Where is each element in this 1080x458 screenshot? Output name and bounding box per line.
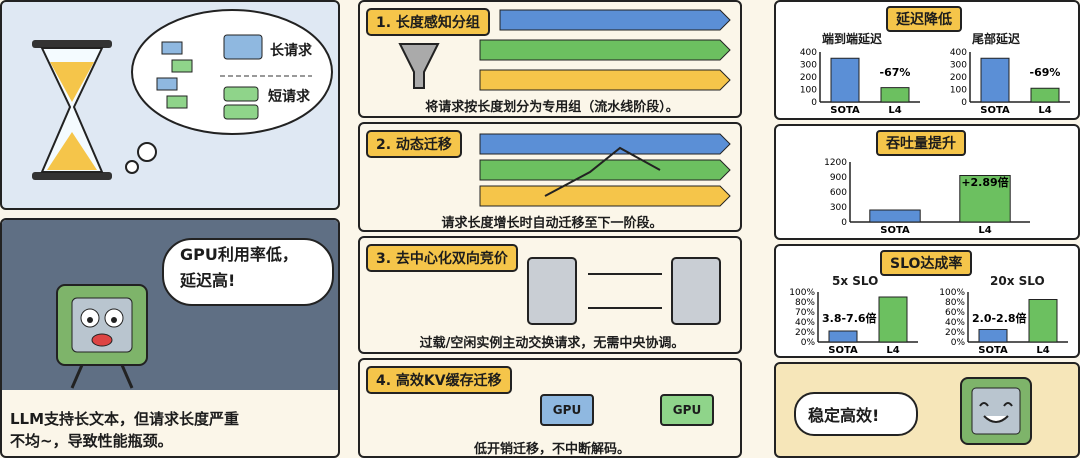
y-tick-label: 20%	[795, 328, 815, 338]
x-tick-label: SOTA	[978, 345, 1008, 356]
y-tick-label: 0	[841, 218, 847, 228]
speech-bubble	[162, 238, 334, 306]
throughput-title: 吞吐量提升	[876, 130, 966, 156]
y-tick-label: 400	[800, 48, 817, 58]
slo-left-sub: 5x SLO	[832, 274, 879, 288]
step2-panel: 2. 动态迁移 请求长度增长时自动迁移至下一阶段。	[358, 122, 742, 232]
bar-sota	[980, 57, 1010, 103]
y-tick-label: 80%	[945, 298, 965, 308]
bar-l4	[880, 87, 910, 103]
step2-diagram	[479, 133, 731, 207]
x-tick-label: L4	[888, 105, 901, 116]
step2-caption: 请求长度增长时自动迁移至下一阶段。	[441, 216, 663, 231]
y-tick-label: 80%	[795, 298, 815, 308]
x-tick-label: SOTA	[830, 105, 860, 116]
left-caption: LLM支持长文本，但请求长度严重 不均~，导致性能瓶颈。	[10, 410, 240, 450]
x-tick-label: SOTA	[828, 345, 858, 356]
short-request-label: 短请求	[268, 89, 310, 105]
bar-l4	[1028, 299, 1058, 343]
bar-sota	[869, 209, 921, 223]
chart-annotation: -69%	[1030, 66, 1061, 79]
step1-diagram	[398, 9, 731, 91]
x-tick-label: SOTA	[880, 225, 910, 236]
step3-caption: 过载/空闲实例主动交换请求，无需中央协调。	[419, 336, 685, 351]
long-request-label: 长请求	[270, 43, 312, 59]
step1-panel: 1. 长度感知分组 将请求按长度划分为专用组（流水线阶段）。	[358, 0, 742, 118]
y-tick-label: 0	[961, 98, 967, 108]
x-tick-label: SOTA	[980, 105, 1010, 116]
bar-l4	[878, 296, 908, 343]
bar-sota	[978, 329, 1008, 343]
slo-right-sub: 20x SLO	[990, 274, 1045, 288]
y-tick-label: 0%	[801, 338, 816, 348]
y-tick-label: 100	[800, 86, 817, 96]
y-tick-label: 300	[830, 203, 847, 213]
step2-title: 2. 动态迁移	[366, 130, 462, 158]
sad-chip-illustration	[56, 284, 148, 389]
step4-caption: 低开销迁移，不中断解码。	[473, 442, 630, 457]
step1-title: 1. 长度感知分组	[366, 8, 490, 36]
left-top-panel: 长请求 短请求	[0, 0, 340, 210]
x-tick-label: L4	[978, 225, 991, 236]
x-tick-label: L4	[886, 345, 899, 356]
happy-chip-illustration	[960, 377, 1032, 445]
speech-text: GPU利用率低， 延迟高!	[180, 245, 298, 290]
stable-text: 稳定高效!	[808, 406, 880, 425]
y-tick-label: 70%	[795, 308, 815, 318]
step3-panel: 3. 去中心化双向竞价 过载/空闲实例主动交换请求，无需中央协调。	[358, 236, 742, 354]
chart-annotation: +2.89倍	[961, 175, 1008, 189]
step1-caption: 将请求按长度划分为专用组（流水线阶段）。	[425, 100, 679, 115]
bar-l4	[1030, 87, 1060, 103]
bar-sota	[830, 57, 860, 103]
step3-diagram	[527, 257, 721, 325]
x-tick-label: L4	[1036, 345, 1049, 356]
hourglass-illustration	[32, 9, 333, 180]
y-tick-label: 400	[950, 48, 967, 58]
step4-panel: 4. 高效KV缓存迁移 GPU GPU 低开销迁移，不中断解码。	[358, 358, 742, 458]
y-tick-label: 40%	[945, 318, 965, 328]
stable-bubble	[794, 392, 918, 436]
chart-annotation: 3.8-7.6倍	[822, 311, 877, 325]
chart-annotation: 2.0-2.8倍	[972, 311, 1027, 325]
chart-annotation: -67%	[880, 66, 911, 79]
bar-l4	[959, 175, 1011, 223]
y-tick-label: 300	[800, 61, 817, 71]
y-tick-label: 300	[950, 61, 967, 71]
y-tick-label: 100%	[789, 288, 815, 298]
y-tick-label: 600	[830, 188, 847, 198]
y-tick-label: 100%	[939, 288, 965, 298]
y-tick-label: 40%	[795, 318, 815, 328]
y-tick-label: 1200	[824, 158, 847, 168]
stable-panel: 稳定高效!	[774, 362, 1080, 458]
gpu-left: GPU	[540, 394, 594, 426]
x-tick-label: L4	[1038, 105, 1051, 116]
y-tick-label: 100	[950, 86, 967, 96]
bar-sota	[828, 330, 858, 343]
step3-title: 3. 去中心化双向竞价	[366, 244, 518, 272]
y-tick-label: 60%	[945, 308, 965, 318]
y-tick-label: 200	[800, 73, 817, 83]
y-tick-label: 0	[811, 98, 817, 108]
latency-title: 延迟降低	[886, 6, 962, 32]
slo-panel: SLO达成率 5x SLO 20x SLO 0%20%40%70%80%100%…	[774, 244, 1080, 358]
latency-left-sub: 端到端延迟	[822, 32, 883, 46]
chart-slo-20x: 0%20%40%60%80%100% SOTA L4 2.0-2.8倍	[939, 288, 1068, 356]
y-tick-label: 200	[950, 73, 967, 83]
y-tick-label: 20%	[945, 328, 965, 338]
y-tick-label: 0%	[951, 338, 966, 348]
y-tick-label: 900	[830, 173, 847, 183]
chart-slo-5x: 0%20%40%70%80%100% SOTA L4 3.8-7.6倍	[789, 288, 918, 356]
gpu-right: GPU	[660, 394, 714, 426]
latency-right-sub: 尾部延迟	[972, 32, 1021, 46]
left-bottom-panel: GPU利用率低， 延迟高! LLM支持长文本，但请求长度严重 不均~，导致性能瓶…	[0, 218, 340, 458]
slo-title: SLO达成率	[880, 250, 973, 276]
step4-title: 4. 高效KV缓存迁移	[366, 366, 512, 394]
